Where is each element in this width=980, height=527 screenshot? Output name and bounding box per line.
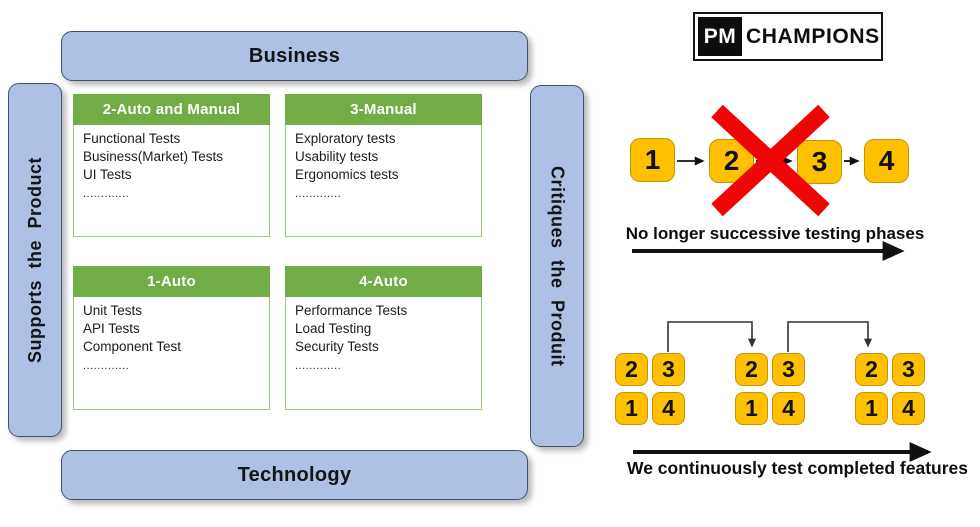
phase-box-1: 1	[630, 138, 675, 182]
axis-supports-bar: Supports the Product	[8, 83, 62, 437]
group2-box-4: 4	[772, 392, 805, 425]
list-item: Unit Tests	[83, 303, 143, 318]
group3-box-1: 1	[855, 392, 888, 425]
list-item: Security Tests	[295, 338, 379, 354]
axis-technology-label: Technology	[237, 463, 352, 486]
axis-business-label: Business	[248, 44, 341, 67]
quadrant-card-title: 4-Auto	[285, 266, 482, 297]
list-item: Usability tests	[295, 148, 379, 164]
list-item: API Tests	[83, 320, 140, 336]
phase-box-4: 4	[864, 139, 909, 183]
continuous-caption: We continuously test completed features	[627, 458, 968, 478]
quadrant-card-body: Exploratory tests Usability tests Ergono…	[285, 125, 482, 237]
quadrant-card-1-auto: 1-Auto Unit Tests API Tests Component Te…	[73, 266, 270, 410]
elbow-arrow-group1-group2	[667, 321, 756, 352]
quadrant-card-title: 2-Auto and Manual	[73, 94, 270, 125]
list-item: Ergonomics tests	[295, 166, 399, 182]
list-item: Component Test	[83, 338, 182, 354]
axis-technology-bar: Technology	[61, 450, 528, 500]
axis-business-bar: Business	[61, 31, 528, 81]
quadrant-card-body: Performance Tests Load Testing Security …	[285, 297, 482, 410]
axis-critiques-label: Critiques the Produit	[547, 165, 568, 367]
group3-box-3: 3	[892, 353, 925, 386]
elbow-arrow-group2-group3	[787, 321, 872, 352]
logo-pm-badge: PM	[698, 17, 742, 56]
group1-box-2: 2	[615, 353, 648, 386]
group1-box-3: 3	[652, 353, 685, 386]
group3-box-4: 4	[892, 392, 925, 425]
group2-box-2: 2	[735, 353, 768, 386]
feature-group-3: 2 3 1 4	[855, 353, 925, 425]
phases-caption: No longer successive testing phases	[625, 224, 925, 243]
list-item: Load Testing	[295, 320, 372, 336]
group2-box-1: 1	[735, 392, 768, 425]
ellipsis-dots: .............	[295, 187, 342, 200]
quadrant-card-4-auto: 4-Auto Performance Tests Load Testing Se…	[285, 266, 482, 410]
quadrant-card-body: Functional Tests Business(Market) Tests …	[73, 125, 270, 237]
phase-box-2: 2	[709, 139, 754, 183]
group1-box-4: 4	[652, 392, 685, 425]
list-item: Exploratory tests	[295, 131, 396, 146]
ellipsis-dots: .............	[83, 187, 130, 200]
ellipsis-dots: .............	[83, 359, 130, 372]
list-item: Business(Market) Tests	[83, 148, 224, 164]
phase-box-3: 3	[797, 140, 842, 184]
quadrant-card-body: Unit Tests API Tests Component Test ....…	[73, 297, 270, 410]
group3-box-2: 2	[855, 353, 888, 386]
feature-group-1: 2 3 1 4	[615, 353, 685, 425]
list-item: UI Tests	[83, 166, 132, 182]
axis-supports-label: Supports the Product	[24, 157, 45, 363]
quadrant-card-title: 1-Auto	[73, 266, 270, 297]
list-item: Performance Tests	[295, 303, 408, 318]
list-item: Functional Tests	[83, 131, 181, 146]
feature-group-2: 2 3 1 4	[735, 353, 805, 425]
group2-box-3: 3	[772, 353, 805, 386]
quadrant-card-3-manual: 3-Manual Exploratory tests Usability tes…	[285, 94, 482, 237]
logo-name: CHAMPIONS	[746, 24, 880, 48]
ellipsis-dots: .............	[295, 359, 342, 372]
quadrant-card-title: 3-Manual	[285, 94, 482, 125]
group1-box-1: 1	[615, 392, 648, 425]
pm-champions-logo: PM CHAMPIONS	[693, 12, 883, 61]
quadrant-card-2-auto-and-manual: 2-Auto and Manual Functional Tests Busin…	[73, 94, 270, 237]
axis-critiques-bar: Critiques the Produit	[530, 85, 584, 447]
